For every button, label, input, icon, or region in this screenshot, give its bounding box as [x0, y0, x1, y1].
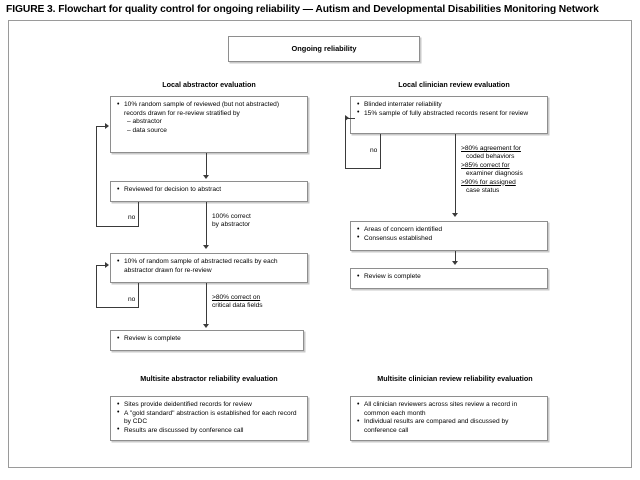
list-item: 15% sample of fully abstracted records r… — [357, 109, 542, 119]
arrowhead-loop1 — [105, 123, 109, 129]
label-right-criteria-3-line2: case status — [466, 187, 500, 195]
label-right-no: no — [370, 147, 378, 154]
heading-local-clinician: Local clinician review evaluation — [398, 80, 510, 89]
label-right-criteria: >80% agreement for coded behaviors >85% … — [461, 145, 523, 195]
list-item: Individual results are compared and disc… — [357, 418, 542, 435]
box-right-3-review-complete: Review is complete — [350, 268, 548, 289]
list-item: All clinician reviewers across sites rev… — [357, 400, 542, 418]
list-item: Review is complete — [357, 273, 542, 282]
label-right-criteria-2-line2: examiner diagnosis — [466, 170, 523, 178]
arrowhead-loop2 — [105, 262, 109, 268]
list-item: Sites provide deidentified records for r… — [117, 401, 302, 410]
list-item: 10% of random sample of abstracted recal… — [117, 257, 302, 275]
loop1-horizontal — [96, 226, 139, 227]
label-right-criteria-3-line1: >90% for assigned — [461, 178, 516, 186]
loop2-down-from-box3 — [138, 283, 139, 307]
list-item: – data source — [127, 126, 167, 134]
loop2-enter-box3 — [96, 265, 108, 266]
connector-left-2-to-3 — [206, 202, 207, 246]
list-item: 10% random sample of reviewed (but not a… — [117, 100, 302, 118]
arrowhead-left-3-to-4 — [203, 324, 209, 328]
box-right-1-blinded-interrater: Blinded interrater reliability 15% sampl… — [350, 96, 548, 134]
arrowhead-left-2-to-3 — [203, 245, 209, 249]
label-left-pass-2-line2: critical data fields — [212, 302, 263, 310]
loop2-up-to-box3 — [96, 265, 97, 307]
list-item: A "gold standard" abstraction is establi… — [117, 409, 302, 427]
figure-title: FIGURE 3. Flowchart for quality control … — [6, 4, 599, 15]
label-left-pass-1-line2: by abstractor — [212, 221, 251, 229]
connector-left-3-to-4 — [206, 283, 207, 325]
box-left-3-abstracted-recalls: 10% of random sample of abstracted recal… — [110, 253, 308, 283]
list-item: Areas of concern identified — [357, 226, 542, 235]
loop-right-up — [345, 118, 346, 168]
list-item: Results are discussed by conference call — [117, 426, 302, 436]
box-left-1-random-sample: 10% random sample of reviewed (but not a… — [110, 96, 308, 153]
label-right-criteria-1-line1: >80% agreement for — [461, 145, 521, 152]
heading-multisite-abstractor: Multisite abstractor reliability evaluat… — [140, 374, 278, 383]
list-item: Consensus established — [357, 234, 542, 244]
box-multisite-abstractor: Sites provide deidentified records for r… — [110, 396, 308, 441]
label-right-criteria-1-line2: coded behaviors — [466, 153, 515, 161]
arrowhead-loop-right — [345, 115, 349, 121]
box-multisite-clinician: All clinician reviewers across sites rev… — [350, 396, 548, 441]
loop1-enter-box1 — [96, 126, 108, 127]
heading-multisite-clinician: Multisite clinician review reliability e… — [377, 374, 533, 383]
box-right-2-areas-of-concern: Areas of concern identified Consensus es… — [350, 221, 548, 251]
loop2-horizontal — [96, 307, 139, 308]
label-left-pass-1: 100% correct by abstractor — [212, 213, 251, 230]
list-item: – abstractor — [127, 118, 162, 126]
arrowhead-right-2-to-3 — [452, 261, 458, 265]
label-left-pass-2-line1: >80% correct on — [212, 294, 261, 301]
box-ongoing-reliability-label: Ongoing reliability — [291, 43, 357, 53]
loop-right-enter-box — [345, 118, 355, 119]
label-left-no-1: no — [128, 214, 136, 221]
box-ongoing-reliability: Ongoing reliability — [228, 36, 420, 62]
loop1-up-to-box1 — [96, 126, 97, 226]
label-left-pass-2: >80% correct on critical data fields — [212, 294, 263, 311]
list-item: Review is complete — [117, 335, 298, 344]
box-left-2-reviewed-decision: Reviewed for decision to abstract — [110, 181, 308, 202]
loop-right-horizontal — [345, 168, 381, 169]
list-item: Reviewed for decision to abstract — [117, 186, 302, 195]
heading-local-abstractor: Local abstractor evaluation — [162, 80, 256, 89]
connector-right-2-to-3 — [455, 251, 456, 262]
label-right-criteria-2-line1: >85% correct for — [461, 161, 510, 169]
connector-right-1-to-2 — [455, 134, 456, 214]
arrowhead-right-1-to-2 — [452, 213, 458, 217]
list-item: Blinded interrater reliability — [357, 101, 542, 110]
box-left-4-review-complete: Review is complete — [110, 330, 304, 351]
loop-right-down — [380, 134, 381, 168]
loop1-down-from-box2 — [138, 202, 139, 226]
label-left-pass-1-line1: 100% correct — [212, 213, 251, 220]
arrowhead-left-1-to-2 — [203, 175, 209, 179]
connector-left-1-to-2 — [206, 153, 207, 176]
label-left-no-2: no — [128, 296, 136, 303]
